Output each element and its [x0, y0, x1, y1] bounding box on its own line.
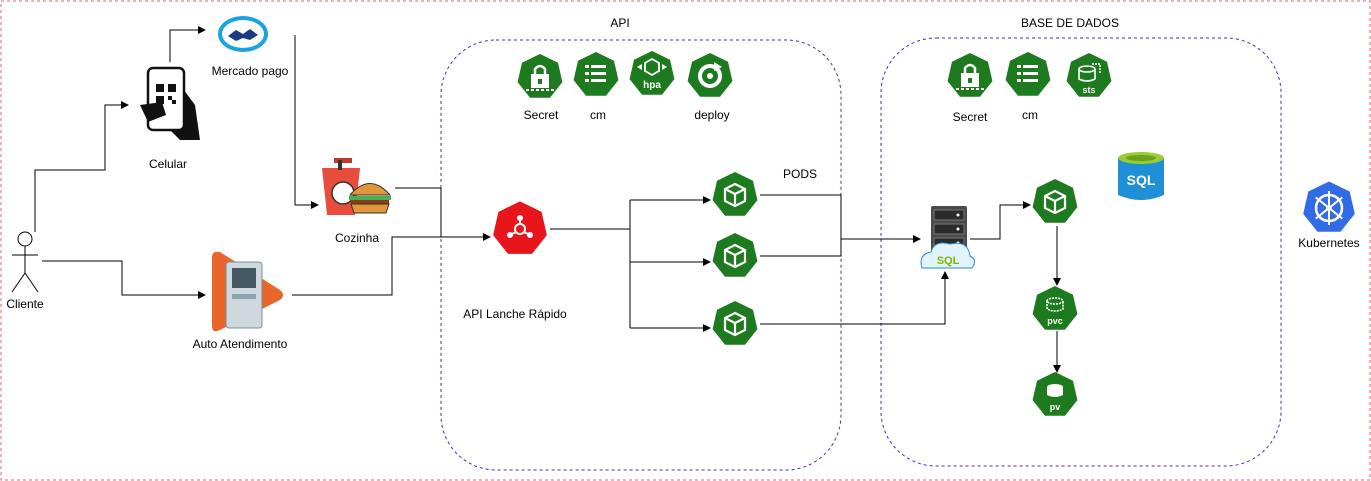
pvc-icon: pvc — [1032, 286, 1078, 330]
api-hpa-icon: hpa — [629, 51, 675, 95]
edge-pod2-db — [760, 239, 842, 257]
api-group-title: API — [610, 16, 629, 30]
api-service-icon — [493, 201, 547, 254]
api-deploy-label: deploy — [694, 108, 729, 122]
edge-pod1-db — [760, 194, 842, 239]
kiosk-label: Auto Atendimento — [193, 337, 288, 351]
sql-database-icon: SQL — [1118, 152, 1164, 200]
phone-label: Celular — [149, 157, 187, 171]
edge-phone-payment — [169, 26, 206, 62]
edge-payment-kitchen — [294, 35, 319, 209]
api-secret-label: Secret — [524, 108, 559, 122]
client-actor-icon — [11, 231, 39, 293]
pod-icon-2 — [712, 233, 758, 277]
edge-kiosk-api — [292, 236, 441, 296]
db-secret-label: Secret — [953, 110, 988, 124]
database-group — [880, 37, 1282, 467]
db-statefulset-icon: sts — [1066, 53, 1112, 97]
pv-badge: pv — [1050, 402, 1061, 412]
kubernetes-icon — [1303, 181, 1355, 232]
database-group-title: BASE DE DADOS — [1021, 16, 1119, 30]
pv-icon: pv — [1032, 372, 1078, 416]
kiosk-icon — [212, 251, 283, 332]
edge-pod3-sqlserver — [760, 271, 949, 325]
pods-label: PODS — [783, 167, 817, 181]
api-configmap-icon — [573, 52, 619, 96]
pod-icon-1 — [712, 172, 758, 216]
edge-sqlserver-sts-pod — [970, 201, 1031, 240]
mercado-pago-icon — [218, 16, 268, 52]
pvc-badge: pvc — [1047, 316, 1063, 326]
api-group — [440, 39, 842, 471]
client-label: Cliente — [6, 297, 44, 311]
db-secret-icon — [947, 53, 993, 97]
api-secret-icon — [517, 54, 563, 98]
edge-service-pods — [550, 200, 631, 328]
pod-icon-3 — [712, 301, 758, 345]
api-configmap-label: cm — [590, 108, 606, 122]
db-sts-badge: sts — [1082, 85, 1095, 95]
kitchen-label: Cozinha — [335, 231, 379, 245]
edge-client-kiosk — [42, 260, 206, 299]
api-hpa-badge: hpa — [643, 80, 661, 91]
sql-database-badge: SQL — [1127, 172, 1156, 188]
db-configmap-icon — [1005, 52, 1051, 96]
sql-server-badge: SQL — [937, 255, 960, 267]
phone-qr-icon — [140, 66, 200, 140]
edge-kitchen-api — [395, 187, 442, 237]
sql-server-icon: SQL — [920, 206, 976, 269]
api-deploy-icon — [687, 53, 733, 97]
kitchen-food-icon — [322, 158, 392, 215]
api-service-label: API Lanche Rápido — [463, 307, 567, 321]
edge-client-phone — [34, 101, 129, 232]
db-configmap-label: cm — [1022, 108, 1038, 122]
mercado-pago-label: Mercado pago — [212, 64, 289, 78]
kubernetes-label: Kubernetes — [1298, 236, 1359, 250]
db-pod-icon — [1032, 179, 1078, 223]
